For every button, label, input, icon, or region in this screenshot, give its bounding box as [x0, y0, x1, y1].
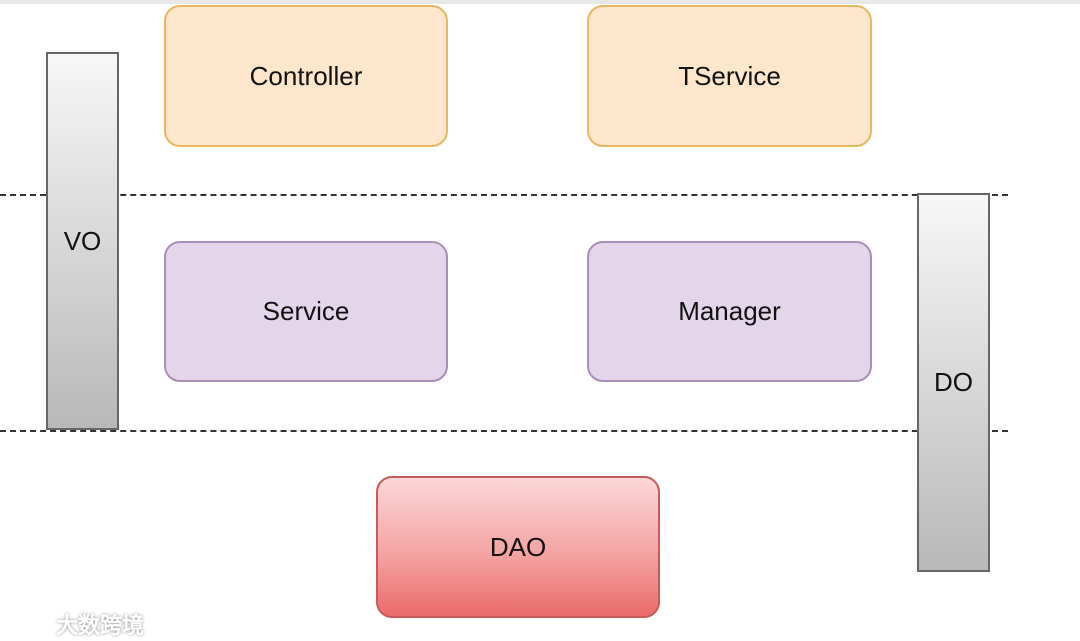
controller-box: Controller: [164, 5, 448, 147]
layer-divider-upper: [0, 194, 1008, 196]
watermark: 大数跨境: [10, 608, 144, 640]
manager-label: Manager: [678, 296, 781, 326]
vo-label: VO: [63, 225, 102, 256]
watermark-logo-icon: [10, 611, 50, 637]
watermark-text: 大数跨境: [56, 613, 145, 638]
controller-label: Controller: [249, 60, 363, 91]
vo-bar: VO: [46, 52, 119, 430]
layer-divider-lower: [0, 430, 1008, 432]
dao-box: DAO: [376, 476, 660, 618]
service-box: Service: [164, 241, 448, 382]
tservice-label: TService: [678, 60, 781, 91]
tservice-box: TService: [587, 5, 872, 147]
do-bar: DO: [917, 193, 990, 572]
do-label: DO: [934, 367, 973, 397]
dao-label: DAO: [489, 531, 547, 562]
manager-box: Manager: [587, 241, 872, 382]
service-label: Service: [262, 296, 350, 326]
